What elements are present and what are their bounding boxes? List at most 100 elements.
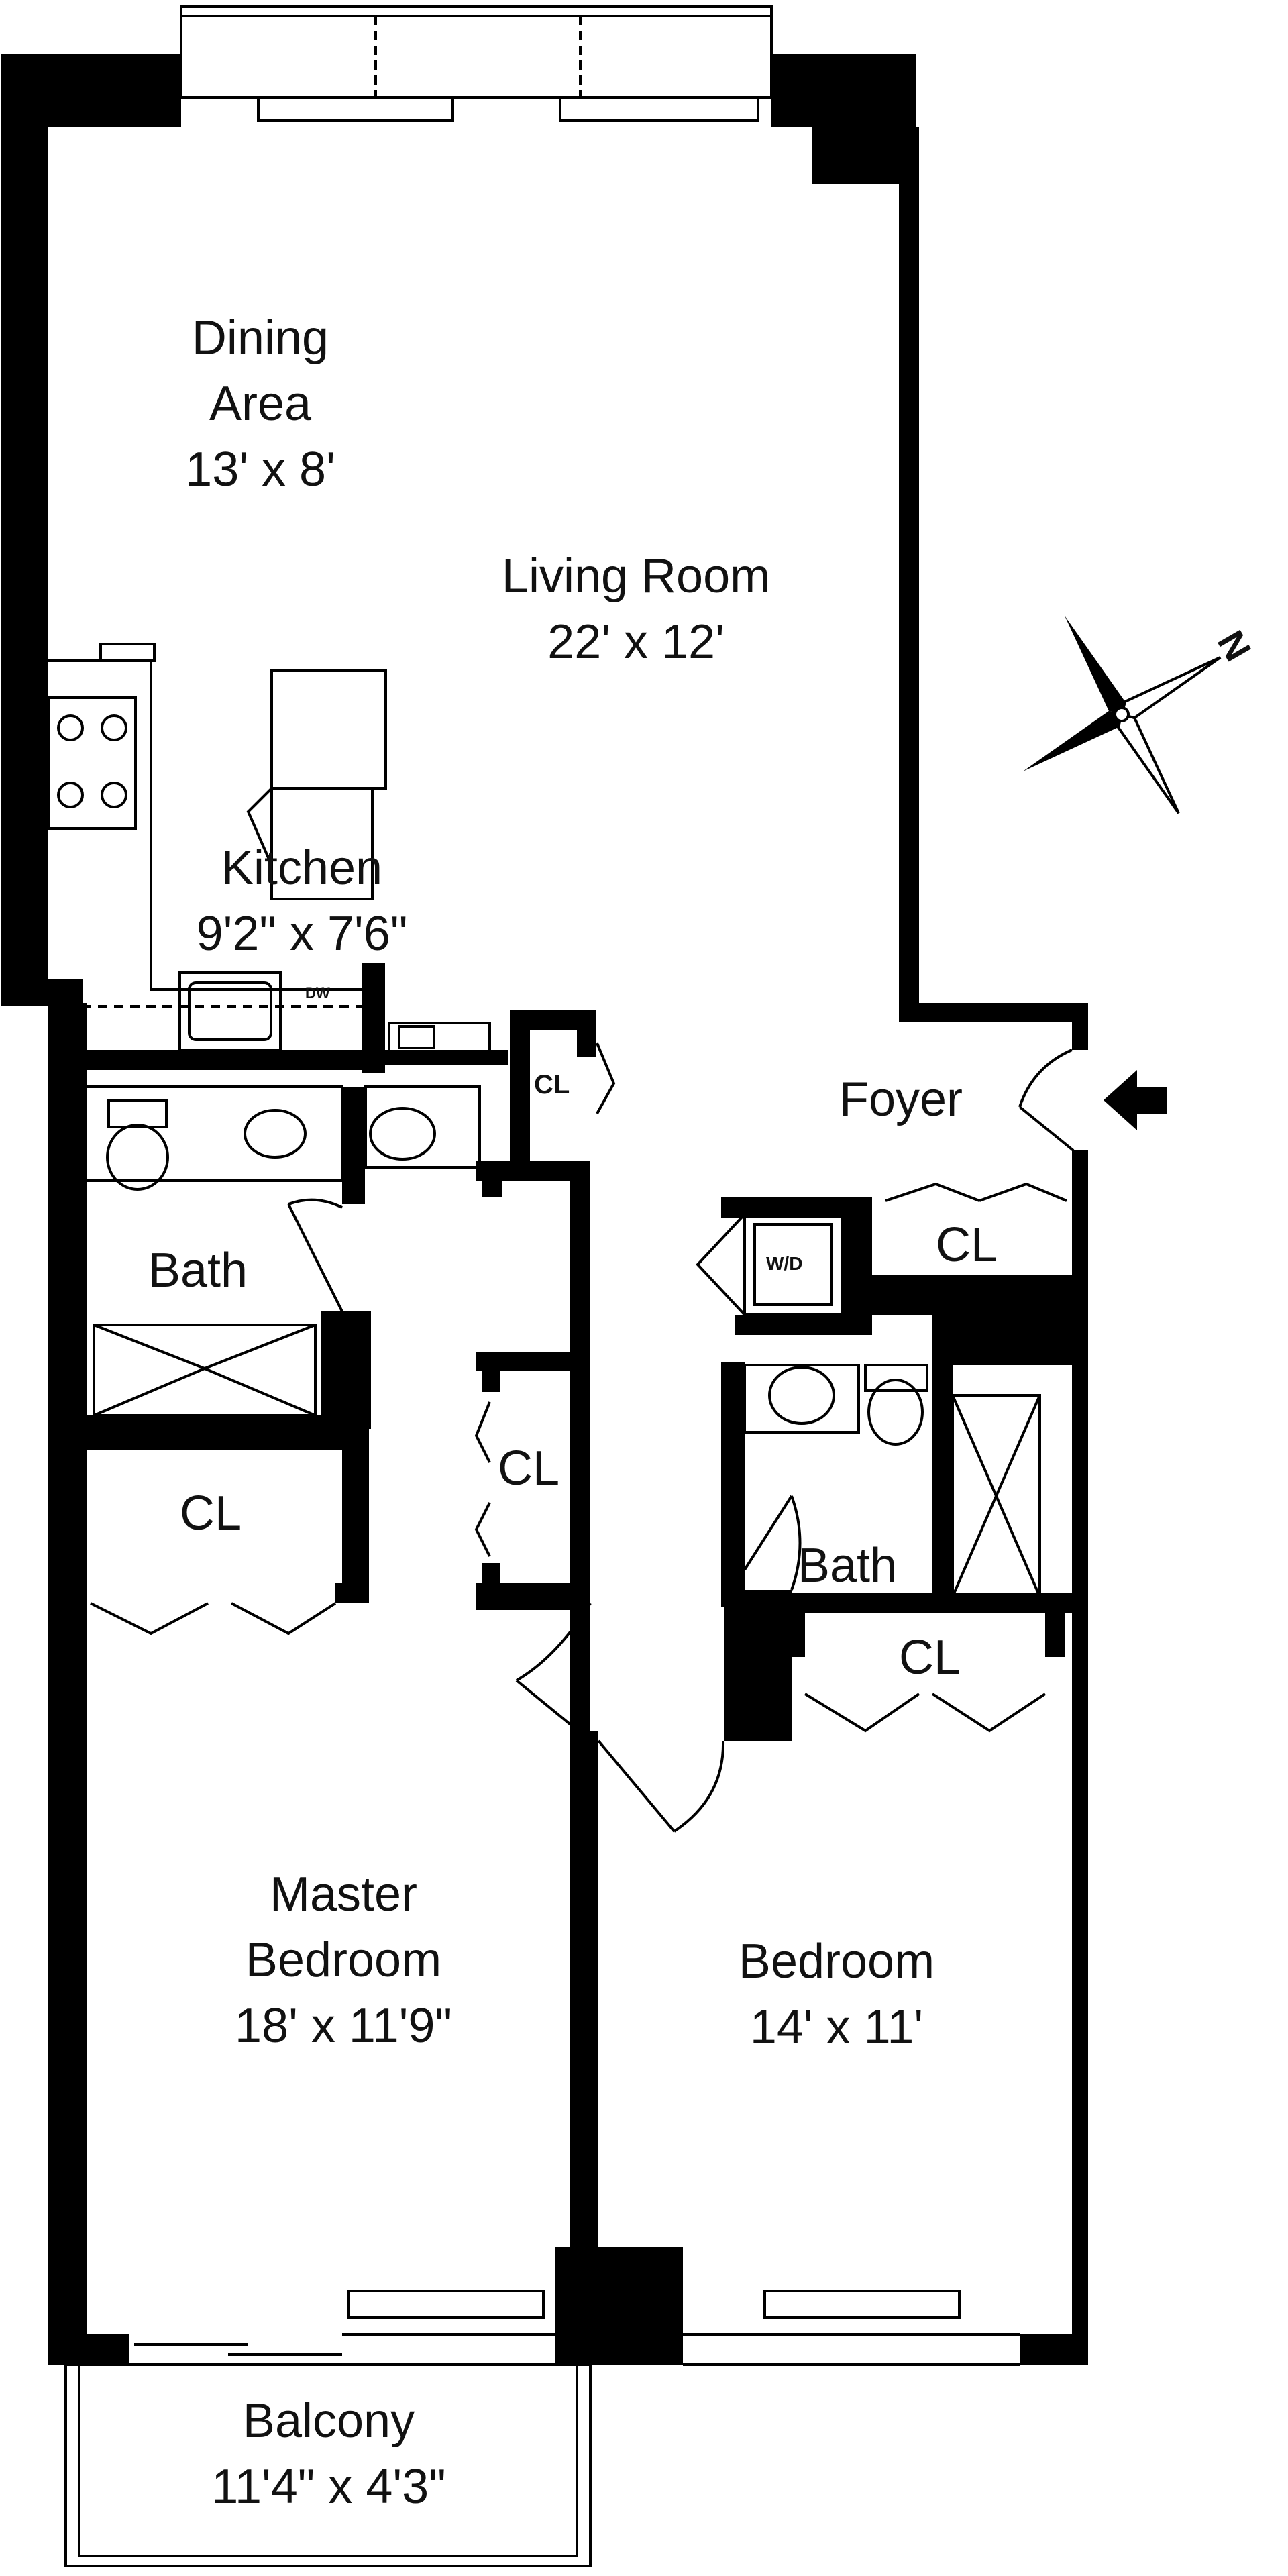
wall-kitchen-right-stub bbox=[384, 1050, 508, 1065]
dishwasher-tag: DW bbox=[305, 985, 330, 1002]
wall-closet-small-right bbox=[577, 1010, 596, 1057]
wall-left-step bbox=[1, 979, 82, 1006]
wall-bath2-left bbox=[721, 1362, 745, 1607]
fridge bbox=[270, 669, 387, 790]
balcony-inner bbox=[78, 2363, 578, 2557]
master-name-line2: Bedroom bbox=[245, 1933, 442, 1987]
wall-top-right-pier bbox=[812, 101, 916, 184]
kitchen-dimensions: 9'2" x 7'6" bbox=[196, 907, 408, 961]
wall-hall-top-stub bbox=[482, 1164, 502, 1197]
wd-door bbox=[696, 1213, 746, 1316]
wall-bath2-right bbox=[932, 1315, 1088, 1365]
bath2-shower bbox=[951, 1394, 1041, 1598]
master-door-swing bbox=[515, 1602, 592, 1682]
wall-right-lower-a bbox=[1072, 1003, 1088, 1050]
wall-bath1-right bbox=[342, 1087, 365, 1204]
hall-closet-door-lower bbox=[474, 1502, 491, 1557]
radiator-bedroom bbox=[763, 2290, 961, 2319]
bedroom-door bbox=[597, 1739, 676, 1833]
dining-name-line1: Dining bbox=[191, 311, 329, 365]
bedroom-door-swing bbox=[673, 1740, 725, 1833]
kitchen-sink-outer bbox=[178, 971, 282, 1051]
radiator-top-left bbox=[257, 96, 454, 122]
stove-burner-3 bbox=[57, 782, 84, 808]
radiator-master bbox=[347, 2290, 545, 2319]
bedroom-dimensions: 14' x 11' bbox=[749, 2000, 924, 2054]
stove-burner-1 bbox=[57, 714, 84, 741]
wall-hall-closet-left-stub bbox=[482, 1352, 500, 1392]
room-label-bath2: Bath bbox=[798, 1533, 897, 1599]
bath1-sink-1 bbox=[244, 1109, 307, 1159]
wall-master-closet-stub bbox=[335, 1583, 369, 1603]
dining-dimensions: 13' x 8' bbox=[185, 443, 335, 496]
bath1-sink-2 bbox=[369, 1107, 436, 1161]
closet-label-hall: CL bbox=[498, 1442, 560, 1495]
compass-point-west bbox=[1022, 710, 1122, 771]
walls bbox=[1, 54, 1088, 2365]
wall-kitchen-bottom bbox=[82, 1050, 377, 1070]
wall-right-step bbox=[899, 1003, 1087, 1022]
living-dimensions: 22' x 12' bbox=[547, 615, 724, 669]
bath1-door-swing bbox=[288, 1198, 343, 1209]
room-label-foyer: Foyer bbox=[839, 1067, 963, 1132]
wall-top-left-pier bbox=[1, 54, 48, 996]
wall-foyer-closet-left bbox=[851, 1201, 871, 1281]
bath2-shower-diag bbox=[951, 1395, 1041, 1597]
bath2-door bbox=[743, 1495, 793, 1571]
washer-dryer-tag: W/D bbox=[766, 1253, 803, 1274]
wall-bedroom-divider bbox=[570, 1731, 598, 2267]
wall-right-upper bbox=[899, 127, 919, 1020]
room-label-master: Master Bedroom 18' x 11'9" bbox=[235, 1862, 452, 2059]
room-label-bedroom: Bedroom 14' x 11' bbox=[739, 1929, 934, 2060]
foyer-name: Foyer bbox=[839, 1073, 963, 1126]
stove-burner-2 bbox=[101, 714, 127, 741]
wall-hall-closet-right bbox=[570, 1174, 590, 1610]
bedroom-closet-door-right bbox=[931, 1693, 1046, 1733]
wall-bath2-right-col bbox=[932, 1355, 953, 1603]
bedroom-name: Bedroom bbox=[738, 1935, 935, 1988]
wall-foyer-closet-bottom bbox=[851, 1275, 1088, 1315]
fridge-door-swing bbox=[246, 787, 273, 866]
entry-arrow-icon bbox=[1104, 1070, 1167, 1130]
wall-bottom-left bbox=[48, 2334, 129, 2365]
wall-closet-small-left bbox=[510, 1010, 530, 1164]
bedroom-closet-door-left bbox=[804, 1693, 920, 1733]
compass-icon bbox=[1022, 615, 1222, 814]
wall-bottom-right bbox=[1020, 2334, 1088, 2365]
foyer-closet-door-2 bbox=[979, 1182, 1067, 1202]
stove-body bbox=[47, 696, 137, 830]
balcony-name: Balcony bbox=[242, 2394, 415, 2448]
compass-center bbox=[1114, 706, 1130, 722]
wall-hall-closet-left-stub2 bbox=[482, 1563, 500, 1603]
wall-bath2-bottom-left bbox=[724, 1590, 792, 1741]
dining-name-line2: Area bbox=[209, 377, 312, 431]
stove bbox=[47, 696, 137, 830]
wall-master-closet-right bbox=[342, 1442, 369, 1603]
fridge-door bbox=[270, 788, 374, 900]
foyer-closet-door-1 bbox=[885, 1182, 980, 1202]
bath1-shower-diag bbox=[93, 1324, 316, 1417]
wall-kitchen-right bbox=[362, 963, 385, 1073]
entry-door-swing bbox=[1018, 1049, 1073, 1108]
closet-label-small: CL bbox=[534, 1070, 570, 1099]
room-label-bath1: Bath bbox=[148, 1238, 248, 1303]
wall-bedroom-closet-right-stub bbox=[1045, 1610, 1065, 1657]
bath1-toilet-tank bbox=[107, 1099, 168, 1128]
bath1-toilet bbox=[106, 1124, 169, 1191]
bath1-vanity bbox=[87, 1085, 343, 1182]
thin-lines bbox=[48, 5, 1075, 2567]
bath1-shower bbox=[93, 1324, 317, 1417]
bath2-vanity bbox=[743, 1364, 860, 1434]
stove-burner-4 bbox=[101, 782, 127, 808]
master-door bbox=[515, 1679, 592, 1742]
wall-bedroom-closet-left-stub bbox=[785, 1610, 805, 1657]
closet-label-foyer: CL bbox=[936, 1218, 998, 1272]
window-top bbox=[180, 5, 773, 99]
bath1-door bbox=[287, 1203, 343, 1312]
hall-closet-door-upper bbox=[474, 1401, 491, 1463]
wall-wd-bottom bbox=[735, 1315, 872, 1335]
kitchen-sink-inner bbox=[188, 981, 272, 1041]
master-dimensions: 18' x 11'9" bbox=[235, 1999, 452, 2053]
closet-small-door bbox=[596, 1042, 616, 1114]
